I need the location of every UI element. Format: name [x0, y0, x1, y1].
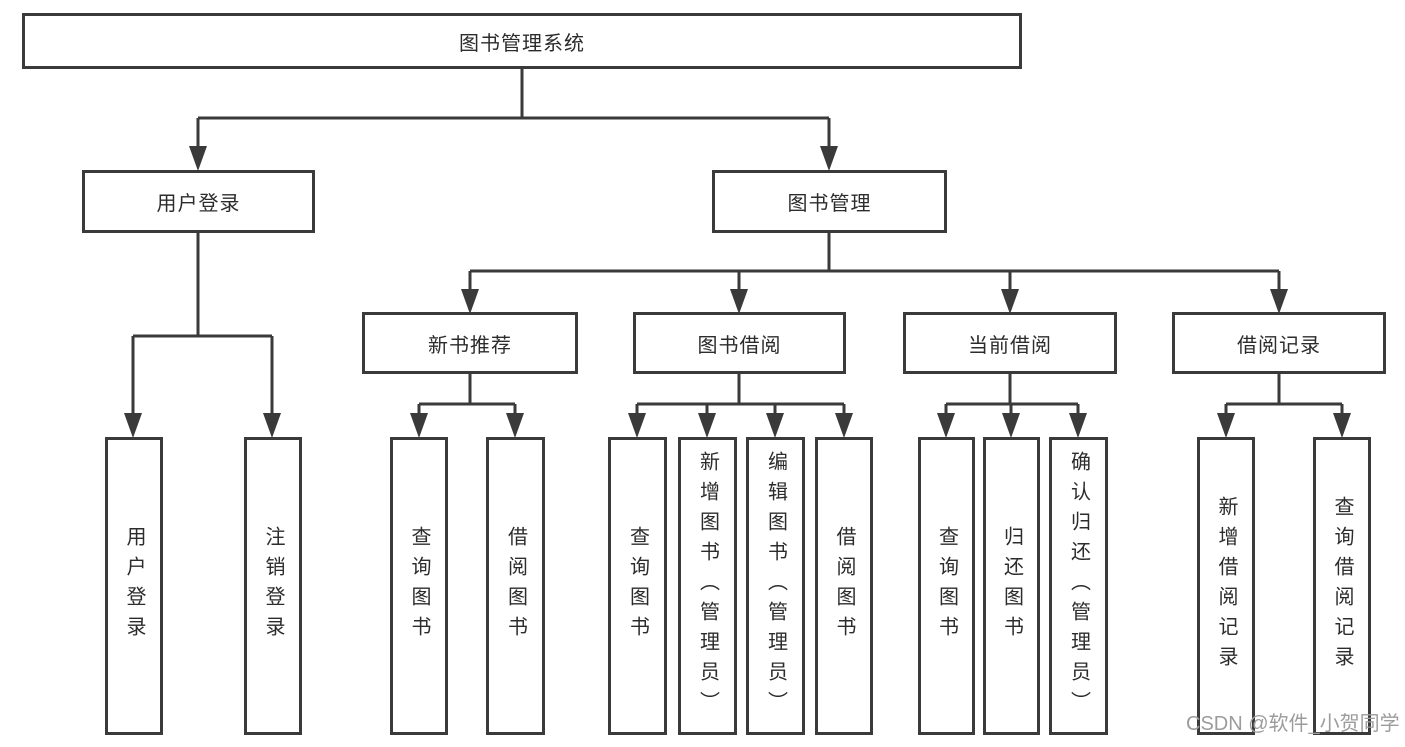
node-book-management-label: 图书管理 — [787, 193, 872, 215]
leaf-bb-add-books-admin-label: 新增图书（管理员） — [696, 451, 719, 721]
leaf-bb-add-books-admin: 新增图书（管理员） — [678, 437, 737, 735]
leaf-nb-borrow-books: 借阅图书 — [486, 437, 545, 735]
connector-current-borrow-to-leaves — [937, 374, 1087, 438]
node-current-borrow-label: 当前借阅 — [968, 334, 1052, 357]
leaf-bb-edit-books-admin-label: 编辑图书（管理员） — [764, 451, 787, 721]
leaf-user-login: 用户登录 — [105, 437, 163, 735]
connector-borrow-records-to-leaves — [1217, 374, 1351, 438]
leaf-br-add-record: 新增借阅记录 — [1197, 437, 1255, 735]
connector-new-book-recommend-to-leaves — [410, 374, 524, 438]
leaf-cb-return-books-label: 归还图书 — [1000, 526, 1023, 646]
node-root-label: 图书管理系统 — [459, 32, 585, 55]
leaf-nb-query-books: 查询图书 — [390, 437, 448, 735]
leaf-cb-confirm-return-admin-label: 确认归还（管理员） — [1067, 451, 1090, 721]
leaf-br-add-record-label: 新增借阅记录 — [1215, 496, 1237, 676]
connector-root-to-level1 — [189, 68, 838, 171]
leaf-bb-query-books-label: 查询图书 — [626, 526, 649, 646]
leaf-cb-return-books: 归还图书 — [983, 437, 1040, 735]
leaf-cb-query-books: 查询图书 — [918, 437, 975, 735]
connector-book-management-to-level2 — [461, 233, 1288, 314]
node-current-borrow: 当前借阅 — [903, 312, 1117, 374]
leaf-user-login-label: 用户登录 — [123, 526, 145, 646]
node-user-login-label: 用户登录 — [156, 193, 241, 215]
leaf-logout: 注销登录 — [244, 437, 302, 735]
leaf-bb-edit-books-admin: 编辑图书（管理员） — [746, 437, 805, 735]
leaf-br-query-record-label: 查询借阅记录 — [1331, 496, 1353, 676]
leaf-nb-query-books-label: 查询图书 — [408, 526, 430, 646]
csdn-watermark: CSDN @软件_小贺同学 — [1186, 713, 1400, 735]
connector-book-borrow-to-leaves — [628, 374, 853, 438]
node-new-book-recommend-label: 新书推荐 — [428, 334, 512, 357]
leaf-bb-query-books: 查询图书 — [608, 437, 667, 735]
leaf-br-query-record: 查询借阅记录 — [1313, 437, 1371, 735]
node-borrow-records-label: 借阅记录 — [1237, 334, 1321, 357]
leaf-cb-query-books-label: 查询图书 — [935, 526, 958, 646]
leaf-bb-borrow-books: 借阅图书 — [815, 437, 873, 735]
leaf-bb-borrow-books-label: 借阅图书 — [833, 526, 855, 646]
leaf-logout-label: 注销登录 — [262, 526, 284, 646]
node-user-login: 用户登录 — [82, 170, 315, 233]
node-book-borrow-label: 图书借阅 — [697, 334, 782, 357]
node-new-book-recommend: 新书推荐 — [362, 312, 578, 374]
node-root: 图书管理系统 — [22, 13, 1022, 69]
leaf-nb-borrow-books-label: 借阅图书 — [504, 526, 527, 646]
connector-user-login-to-leaves — [124, 233, 281, 438]
node-borrow-records: 借阅记录 — [1172, 312, 1386, 374]
node-book-borrow: 图书借阅 — [633, 312, 846, 374]
node-book-management: 图书管理 — [712, 170, 947, 233]
leaf-cb-confirm-return-admin: 确认归还（管理员） — [1049, 437, 1108, 735]
